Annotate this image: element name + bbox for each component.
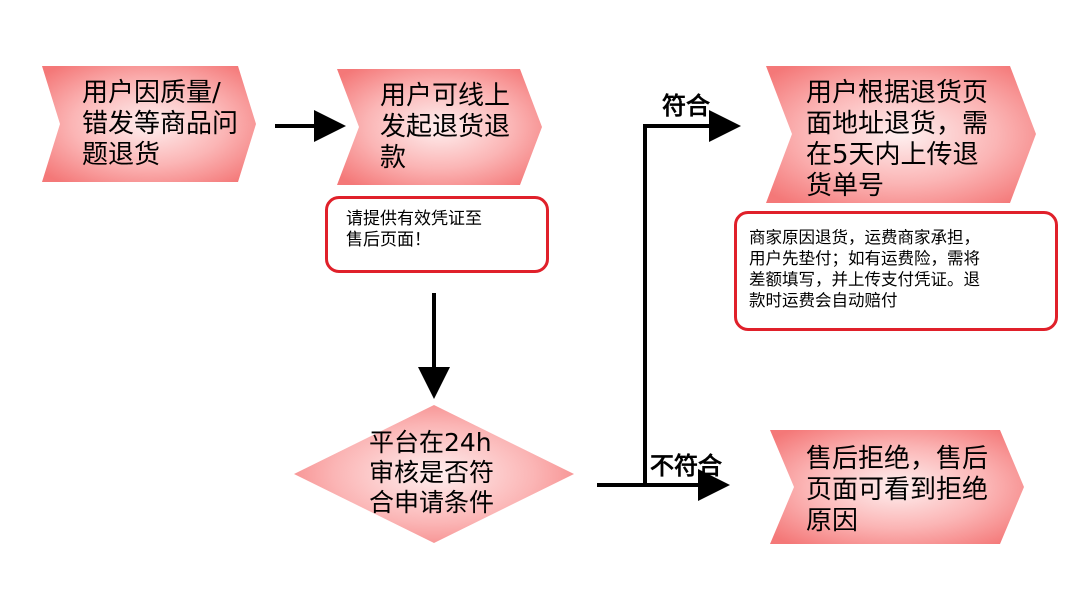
- shipping-note: 商家原因退货，运费商家承担， 用户先垫付；如有运费险，需将 差额填写，并上传支付…: [734, 211, 1058, 331]
- no-branch-label: 不符合: [650, 452, 722, 480]
- approved-chevron-shape: [766, 66, 1036, 203]
- step1-text: 用户因质量/ 错发等商品问 题退货: [82, 78, 239, 170]
- step2-text: 用户可线上 发起退货退 款: [380, 81, 511, 173]
- rejected-text: 售后拒绝，售后 页面可看到拒绝 原因: [806, 444, 989, 536]
- step1-chevron-shape: [42, 66, 256, 182]
- decision-text: 平台在24h 审核是否符 合申请条件: [369, 428, 495, 517]
- decision-diamond-shape: [294, 405, 574, 543]
- evidence-note: 请提供有效凭证至 售后页面！: [325, 196, 549, 273]
- yes-branch-label: 符合: [662, 92, 710, 120]
- approved-text: 用户根据退货页 面地址退货，需 在5天内上传退 货单号: [806, 78, 989, 201]
- rejected-chevron-shape: [770, 430, 1024, 544]
- step2-chevron-shape: [337, 69, 542, 185]
